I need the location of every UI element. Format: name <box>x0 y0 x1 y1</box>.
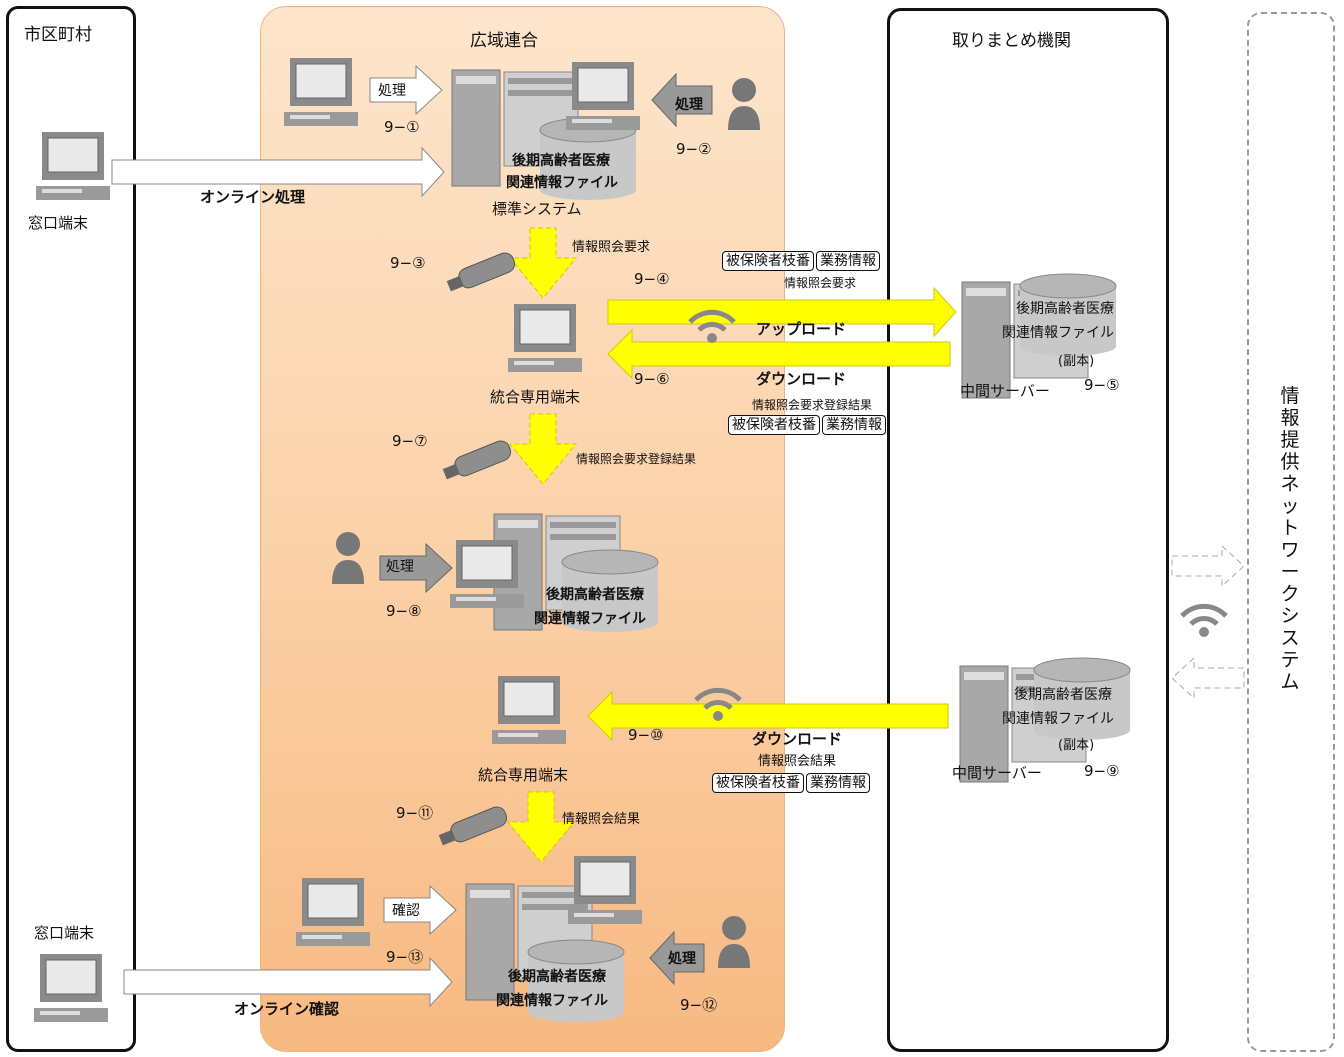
file-name-line1: 後期高齢者医療 <box>512 153 610 169</box>
file-name-line2: 関連情報ファイル <box>1002 711 1114 727</box>
download-data-items: 被保険者枝番業務情報 <box>712 772 872 793</box>
inquiry-result-label: 情報照会結果 <box>758 754 837 769</box>
inquiry-request-label: 情報照会要求 <box>784 276 857 290</box>
window-terminal-icon <box>35 131 111 201</box>
inquiry-request-result-label: 情報照会要求登録結果 <box>576 452 697 466</box>
terminal-icon <box>565 61 641 131</box>
integrated-terminal-icon <box>507 303 583 373</box>
insured-number-tag: 被保険者枝番 <box>728 415 820 435</box>
window-terminal-label: 窓口端末 <box>28 214 89 232</box>
step-9-7: 9−⑦ <box>392 432 428 450</box>
lane-title-network: 情報提供ネットワークシステム <box>1280 385 1300 693</box>
terminal-icon <box>567 855 643 925</box>
process-label: 処理 <box>378 83 406 99</box>
network-receive-arrow-icon <box>1171 656 1245 700</box>
terminal-icon <box>295 877 371 947</box>
lane-title-city: 市区町村 <box>24 25 92 45</box>
upload-label: アップロード <box>756 320 847 338</box>
window-terminal-label: 窓口端末 <box>34 924 95 942</box>
usb-drive-icon <box>446 249 518 292</box>
copy-label: (副本) <box>1058 738 1095 753</box>
business-info-tag: 業務情報 <box>816 251 880 271</box>
online-confirm-arrow-icon <box>123 956 453 1008</box>
process-label: 処理 <box>386 559 414 575</box>
download-label: ダウンロード <box>756 370 847 388</box>
file-name-line2: 関連情報ファイル <box>1002 325 1114 341</box>
intermediate-server-label: 中間サーバー <box>960 382 1050 400</box>
confirm-label: 確認 <box>392 903 420 919</box>
file-name-line2: 関連情報ファイル <box>506 175 618 191</box>
wireless-icon <box>1182 606 1226 637</box>
file-name-line1: 後期高齢者医療 <box>1014 687 1112 703</box>
process-label: 処理 <box>668 951 696 967</box>
step-9-13: 9−⑬ <box>386 948 424 966</box>
business-info-tag: 業務情報 <box>822 415 886 435</box>
network-send-arrow-icon <box>1171 544 1245 588</box>
step-9-4: 9−④ <box>634 270 670 288</box>
copy-label: (副本) <box>1058 354 1095 369</box>
process-arrow-icon <box>649 930 705 986</box>
process-arrow-icon <box>379 542 453 594</box>
intermediate-server-label: 中間サーバー <box>952 764 1042 782</box>
integrated-terminal-label: 統合専用端末 <box>478 766 569 784</box>
business-info-tag: 業務情報 <box>806 773 870 793</box>
process-arrow-icon <box>651 72 713 128</box>
download-data-items: 被保険者枝番業務情報 <box>728 414 888 435</box>
step-9-3: 9−③ <box>390 254 426 272</box>
usb-drive-icon <box>438 803 510 846</box>
upload-data-items: 被保険者枝番業務情報 <box>722 250 882 271</box>
lane-title-union: 広域連合 <box>470 31 538 51</box>
download-arrow-icon <box>587 690 949 742</box>
step-9-6: 9−⑥ <box>634 370 670 388</box>
window-terminal-icon <box>33 953 109 1023</box>
lane-municipality <box>6 6 136 1052</box>
online-process-label: オンライン処理 <box>200 188 306 206</box>
file-name-line2: 関連情報ファイル <box>534 611 646 627</box>
upload-arrow-icon <box>607 286 957 338</box>
lane-info-network <box>1247 12 1335 1052</box>
step-9-11: 9−⑪ <box>396 804 434 822</box>
operator-icon <box>718 916 750 968</box>
online-confirm-label: オンライン確認 <box>234 1000 340 1018</box>
file-name-line1: 後期高齢者医療 <box>508 969 606 985</box>
download-arrow-icon <box>607 328 951 380</box>
flow-down-arrow-icon <box>506 791 576 863</box>
process-arrow-icon <box>369 64 443 116</box>
insured-number-tag: 被保険者枝番 <box>722 251 814 271</box>
lane-coordinating-agency <box>887 8 1169 1052</box>
step-9-10: 9−⑩ <box>628 726 664 744</box>
step-9-2: 9−② <box>676 140 712 158</box>
integrated-terminal-icon <box>491 675 567 745</box>
inquiry-request-label: 情報照会要求 <box>572 240 651 255</box>
lane-title-org: 取りまとめ機関 <box>952 31 1071 51</box>
operator-icon <box>728 78 760 130</box>
step-9-1: 9−① <box>384 118 420 136</box>
insured-number-tag: 被保険者枝番 <box>712 773 804 793</box>
download-label: ダウンロード <box>752 730 843 748</box>
usb-drive-icon <box>442 437 514 480</box>
flow-down-arrow-icon <box>508 413 578 485</box>
file-name-line2: 関連情報ファイル <box>496 993 608 1009</box>
standard-system-label: 標準システム <box>492 200 582 218</box>
process-label: 処理 <box>675 97 703 113</box>
inquiry-result-label: 情報照会結果 <box>562 812 641 827</box>
step-9-5: 9−⑤ <box>1084 376 1120 394</box>
terminal-icon <box>283 57 359 127</box>
operator-icon <box>332 532 364 584</box>
step-9-8: 9−⑧ <box>386 602 422 620</box>
integrated-terminal-label: 統合専用端末 <box>490 388 581 406</box>
step-9-9: 9−⑨ <box>1084 762 1120 780</box>
online-process-arrow-icon <box>111 146 445 198</box>
confirm-arrow-icon <box>383 884 457 936</box>
step-9-12: 9−⑫ <box>680 996 718 1014</box>
file-name-line1: 後期高齢者医療 <box>1016 301 1114 317</box>
file-name-line1: 後期高齢者医療 <box>546 587 644 603</box>
terminal-icon <box>449 539 525 609</box>
flow-down-arrow-icon <box>508 227 578 299</box>
inquiry-request-result-label: 情報照会要求登録結果 <box>752 398 873 412</box>
